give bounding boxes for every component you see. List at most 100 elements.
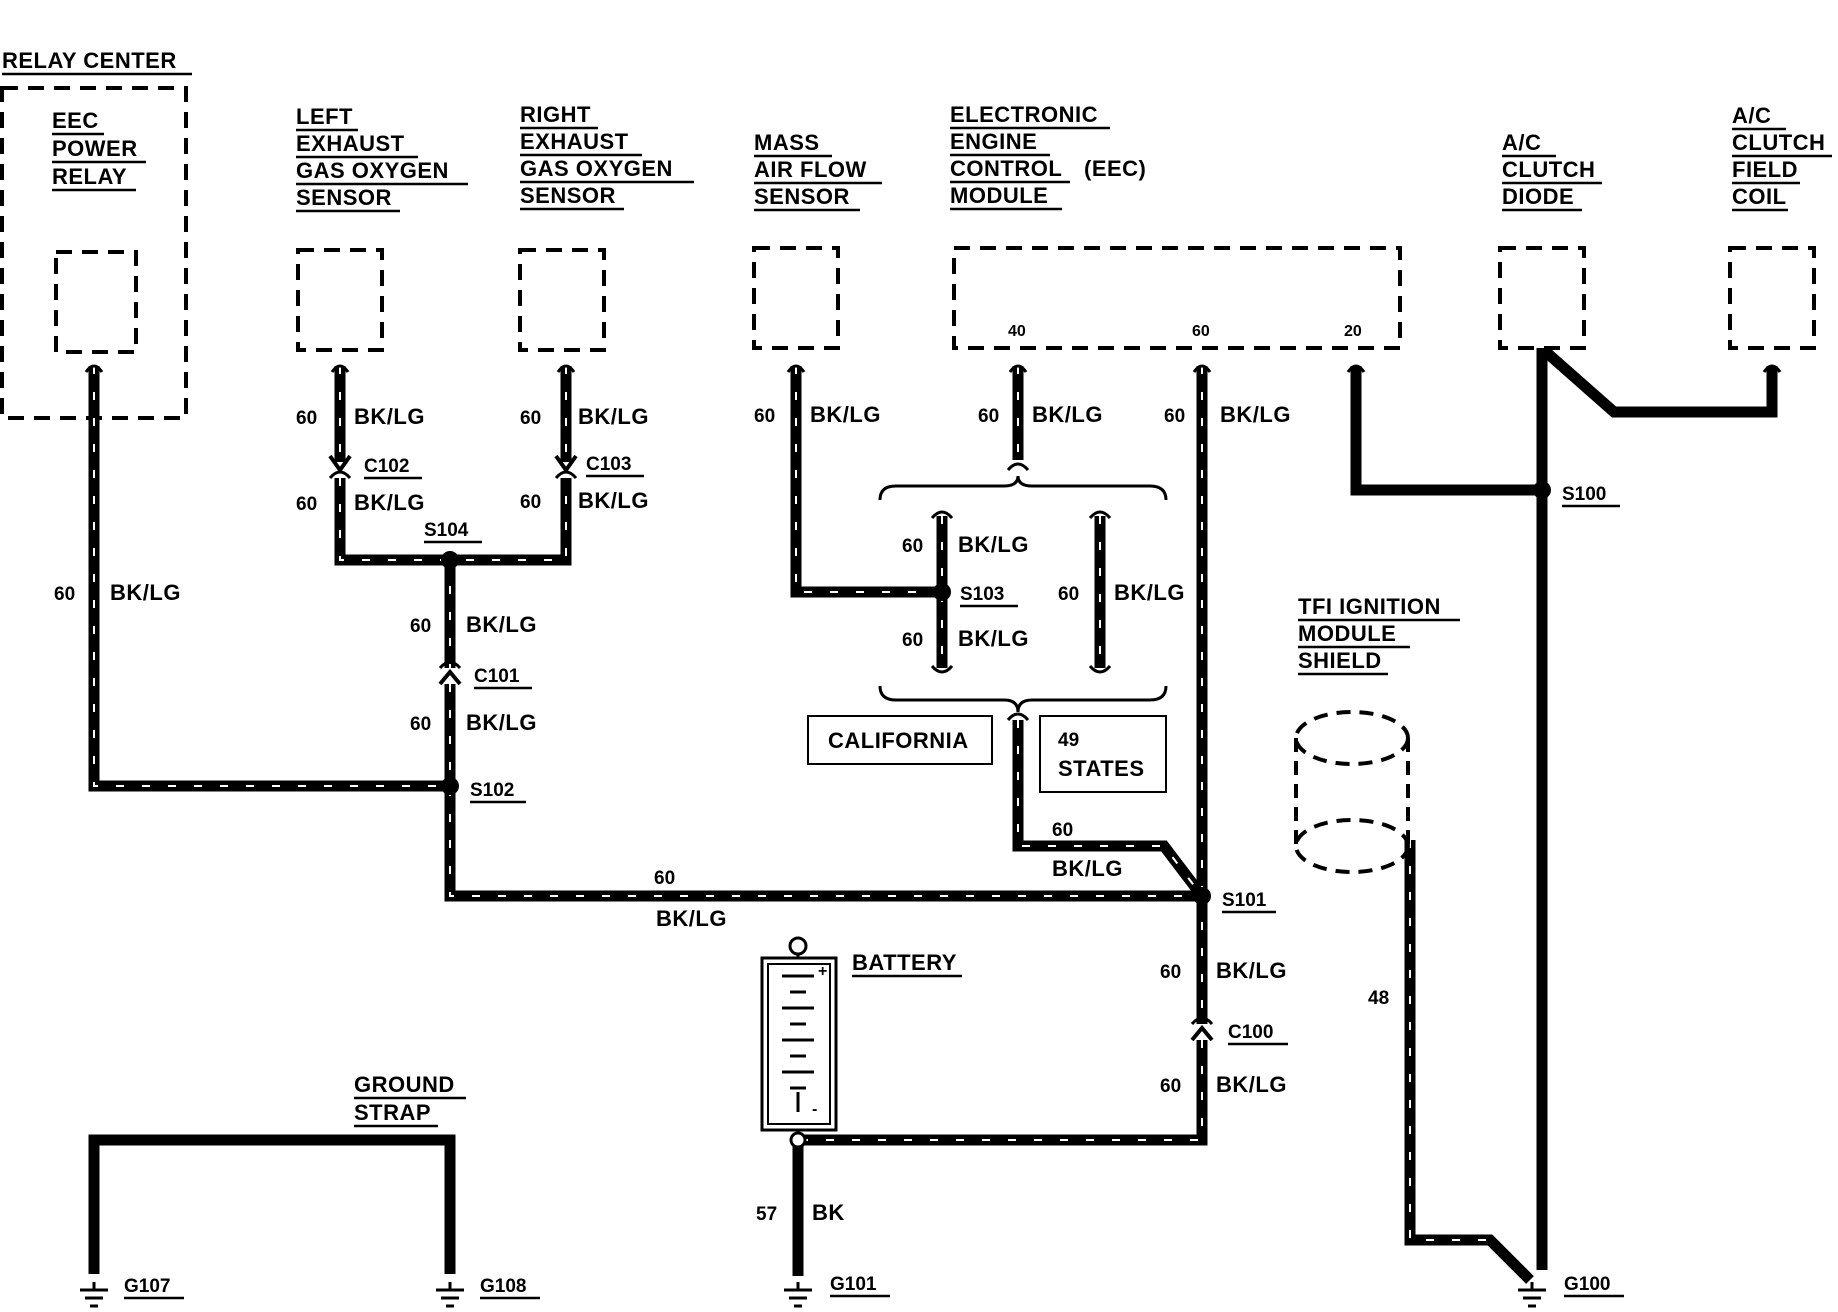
ground-strap-label: GROUND STRAP xyxy=(354,1072,466,1128)
svg-text:60: 60 xyxy=(978,406,999,427)
49-states-option-box: 49 STATES xyxy=(1039,715,1167,793)
ac-clutch-diode-label: A/C CLUTCH DIODE xyxy=(1502,130,1602,212)
splice-s102: S102 xyxy=(441,777,526,804)
svg-text:BK/LG: BK/LG xyxy=(1052,856,1123,881)
svg-text:BK/LG: BK/LG xyxy=(354,404,425,429)
eec-module-label: ELECTRONIC ENGINE CONTROL (EEC) MODULE xyxy=(950,102,1146,211)
svg-text:A/C: A/C xyxy=(1502,130,1541,155)
svg-text:G108: G108 xyxy=(480,1276,526,1297)
svg-text:60: 60 xyxy=(410,616,431,637)
svg-text:48: 48 xyxy=(1368,988,1389,1009)
svg-text:S103: S103 xyxy=(960,584,1004,605)
svg-text:BK/LG: BK/LG xyxy=(958,532,1029,557)
eec-pin-20: 20 xyxy=(1344,323,1362,340)
ground-g100: G100 xyxy=(1518,1274,1624,1308)
svg-text:60: 60 xyxy=(754,406,775,427)
svg-text:S101: S101 xyxy=(1222,890,1267,911)
svg-text:EXHAUST: EXHAUST xyxy=(296,131,405,156)
splice-s103: S103 xyxy=(933,583,1018,608)
svg-text:C102: C102 xyxy=(364,456,409,477)
svg-text:60: 60 xyxy=(296,494,317,515)
svg-text:BK/LG: BK/LG xyxy=(1032,402,1103,427)
svg-text:C100: C100 xyxy=(1228,1022,1273,1043)
svg-text:BATTERY: BATTERY xyxy=(852,950,957,975)
svg-text:MODULE: MODULE xyxy=(1298,621,1396,646)
svg-text:60: 60 xyxy=(296,408,317,429)
svg-text:MODULE: MODULE xyxy=(950,183,1048,208)
ground-g101: G101 xyxy=(784,1274,890,1308)
svg-text:60: 60 xyxy=(54,584,75,605)
svg-text:S104: S104 xyxy=(424,520,469,541)
svg-text:RELAY CENTER: RELAY CENTER xyxy=(2,48,177,73)
left-o2-sensor-label: LEFT EXHAUST GAS OXYGEN SENSOR xyxy=(296,104,468,213)
wires xyxy=(88,347,1778,1284)
svg-text:EXHAUST: EXHAUST xyxy=(520,129,629,154)
eec-module-box xyxy=(952,246,1402,350)
ground-g107: G107 xyxy=(80,1276,184,1308)
svg-text:CONTROL: CONTROL xyxy=(950,156,1062,181)
svg-text:BK/LG: BK/LG xyxy=(1114,580,1185,605)
svg-text:STATES: STATES xyxy=(1058,756,1145,781)
svg-text:SHIELD: SHIELD xyxy=(1298,648,1382,673)
svg-text:TFI IGNITION: TFI IGNITION xyxy=(1298,594,1441,619)
svg-text:60: 60 xyxy=(1160,1076,1181,1097)
left-o2-sensor-box xyxy=(296,248,384,352)
svg-text:FIELD: FIELD xyxy=(1732,157,1798,182)
option-bracket-bottom xyxy=(878,685,1168,722)
svg-text:ENGINE: ENGINE xyxy=(950,129,1037,154)
eec-pin-40: 40 xyxy=(1008,323,1026,340)
splice-s100: S100 xyxy=(1533,481,1620,508)
svg-text:SENSOR: SENSOR xyxy=(520,183,616,208)
connector-c100: C100 xyxy=(1190,1016,1288,1046)
svg-text:COIL: COIL xyxy=(1732,184,1787,209)
svg-text:STRAP: STRAP xyxy=(354,1100,431,1125)
svg-text:G101: G101 xyxy=(830,1274,877,1295)
connector-c101: C101 xyxy=(438,660,532,690)
svg-text:C103: C103 xyxy=(586,454,631,475)
svg-text:-: - xyxy=(812,1101,817,1118)
splice-s101: S101 xyxy=(1193,887,1276,914)
eec-power-relay-box xyxy=(54,250,138,354)
splice-s104: S104 xyxy=(424,520,482,569)
wire-terminals xyxy=(84,364,1782,373)
svg-text:60: 60 xyxy=(1164,406,1185,427)
svg-text:BK/LG: BK/LG xyxy=(810,402,881,427)
svg-text:EEC: EEC xyxy=(52,108,99,133)
ground-g108: G108 xyxy=(436,1276,540,1308)
svg-text:60: 60 xyxy=(520,408,541,429)
svg-text:POWER: POWER xyxy=(52,136,138,161)
svg-text:LEFT: LEFT xyxy=(296,104,353,129)
svg-text:BK/LG: BK/LG xyxy=(578,488,649,513)
svg-text:BK: BK xyxy=(812,1200,845,1225)
svg-text:60: 60 xyxy=(1160,962,1181,983)
svg-text:GROUND: GROUND xyxy=(354,1072,455,1097)
svg-text:60: 60 xyxy=(902,536,923,557)
right-o2-sensor-label: RIGHT EXHAUST GAS OXYGEN SENSOR xyxy=(520,102,694,211)
svg-text:RELAY: RELAY xyxy=(52,164,127,189)
svg-text:BK/LG: BK/LG xyxy=(656,906,727,931)
svg-text:BK/LG: BK/LG xyxy=(578,404,649,429)
svg-text:BK/LG: BK/LG xyxy=(1216,958,1287,983)
svg-text:60: 60 xyxy=(1058,584,1079,605)
circuit-labels: 60 BK/LG 60 BK/LG 60 BK/LG 60 BK/LG 60 B… xyxy=(54,402,1389,1225)
option-wire-ends xyxy=(930,510,1112,674)
connector-c102: C102 xyxy=(328,454,422,480)
battery-symbol: + - BATTERY xyxy=(760,936,962,1149)
svg-text:57: 57 xyxy=(756,1204,777,1225)
svg-text:ELECTRONIC: ELECTRONIC xyxy=(950,102,1098,127)
tfi-shield-symbol xyxy=(1294,710,1410,874)
svg-text:BK/LG: BK/LG xyxy=(354,490,425,515)
svg-text:S102: S102 xyxy=(470,780,514,801)
svg-text:BK/LG: BK/LG xyxy=(110,580,181,605)
ac-clutch-diode-box xyxy=(1498,246,1586,350)
right-o2-sensor-box xyxy=(518,248,606,352)
california-option-box: CALIFORNIA xyxy=(807,715,993,765)
svg-text:A/C: A/C xyxy=(1732,103,1771,128)
svg-text:BK/LG: BK/LG xyxy=(466,710,537,735)
relay-center-label: RELAY CENTER EEC POWER RELAY xyxy=(2,48,192,192)
tfi-module-shield-label: TFI IGNITION MODULE SHIELD xyxy=(1298,594,1460,676)
svg-text:BK/LG: BK/LG xyxy=(958,626,1029,651)
svg-text:DIODE: DIODE xyxy=(1502,184,1574,209)
svg-text:BK/LG: BK/LG xyxy=(466,612,537,637)
